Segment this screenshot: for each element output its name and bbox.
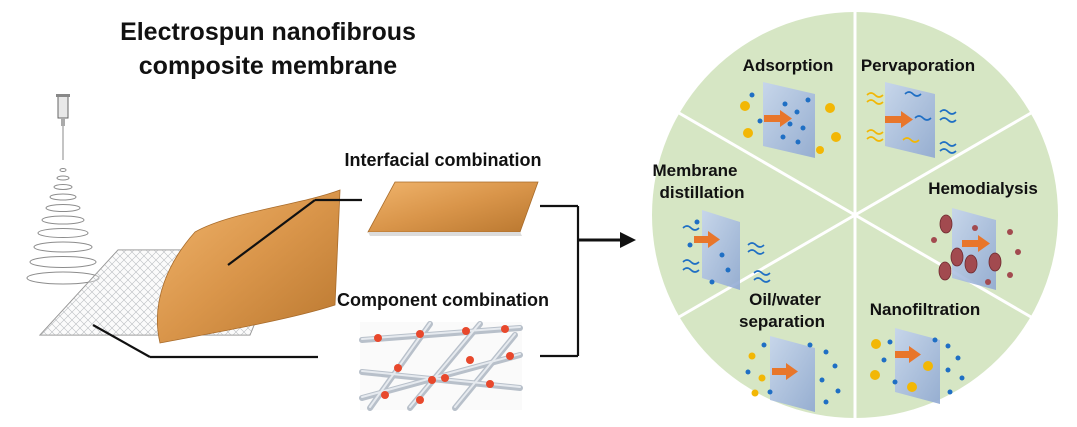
- composite-membrane-sheet: [156, 189, 341, 344]
- application-wheel: [652, 12, 1058, 418]
- pervaporation-label: Pervaporation: [861, 56, 975, 75]
- sector-oil-water-separation: Oil/water separation: [739, 290, 841, 412]
- component-combination-label: Component combination: [337, 290, 549, 310]
- adsorption-label: Adsorption: [743, 56, 834, 75]
- interfacial-combination-label: Interfacial combination: [344, 150, 541, 170]
- title-line1: Electrospun nanofibrous: [120, 18, 416, 46]
- sector-nanofiltration: Nanofiltration: [870, 300, 981, 404]
- title-line2: composite membrane: [139, 52, 398, 80]
- interfacial-membrane-image: [367, 181, 539, 236]
- hemodialysis-label: Hemodialysis: [928, 179, 1038, 198]
- component-fiber-image: [359, 321, 523, 411]
- hemodialysis-arrow-icon: [962, 235, 990, 252]
- sector-hemodialysis: Hemodialysis: [928, 179, 1038, 290]
- oil-water-label-1: Oil/water: [749, 290, 821, 309]
- syringe-icon: [56, 94, 70, 160]
- membrane-distillation-label-1: Membrane: [652, 161, 737, 180]
- sector-adsorption: Adsorption: [740, 56, 841, 158]
- connector-lines: [92, 198, 362, 359]
- membrane-distillation-label-2: distillation: [660, 183, 745, 202]
- distillation-arrow-icon: [694, 231, 720, 248]
- nanofiltration-arrow-icon: [895, 346, 921, 363]
- pervaporation-arrow-icon: [885, 111, 913, 128]
- main-arrow-icon: [578, 232, 636, 248]
- sector-pervaporation: Pervaporation: [861, 56, 975, 158]
- oil-water-label-2: separation: [739, 312, 825, 331]
- electrospinning-spiral: [26, 168, 100, 285]
- nanofiltration-label: Nanofiltration: [870, 300, 981, 319]
- adsorption-arrow-icon: [764, 110, 792, 127]
- sector-membrane-distillation: Membrane distillation: [652, 161, 771, 290]
- oil-water-arrow-icon: [772, 363, 798, 380]
- bracket-connector: [540, 204, 580, 358]
